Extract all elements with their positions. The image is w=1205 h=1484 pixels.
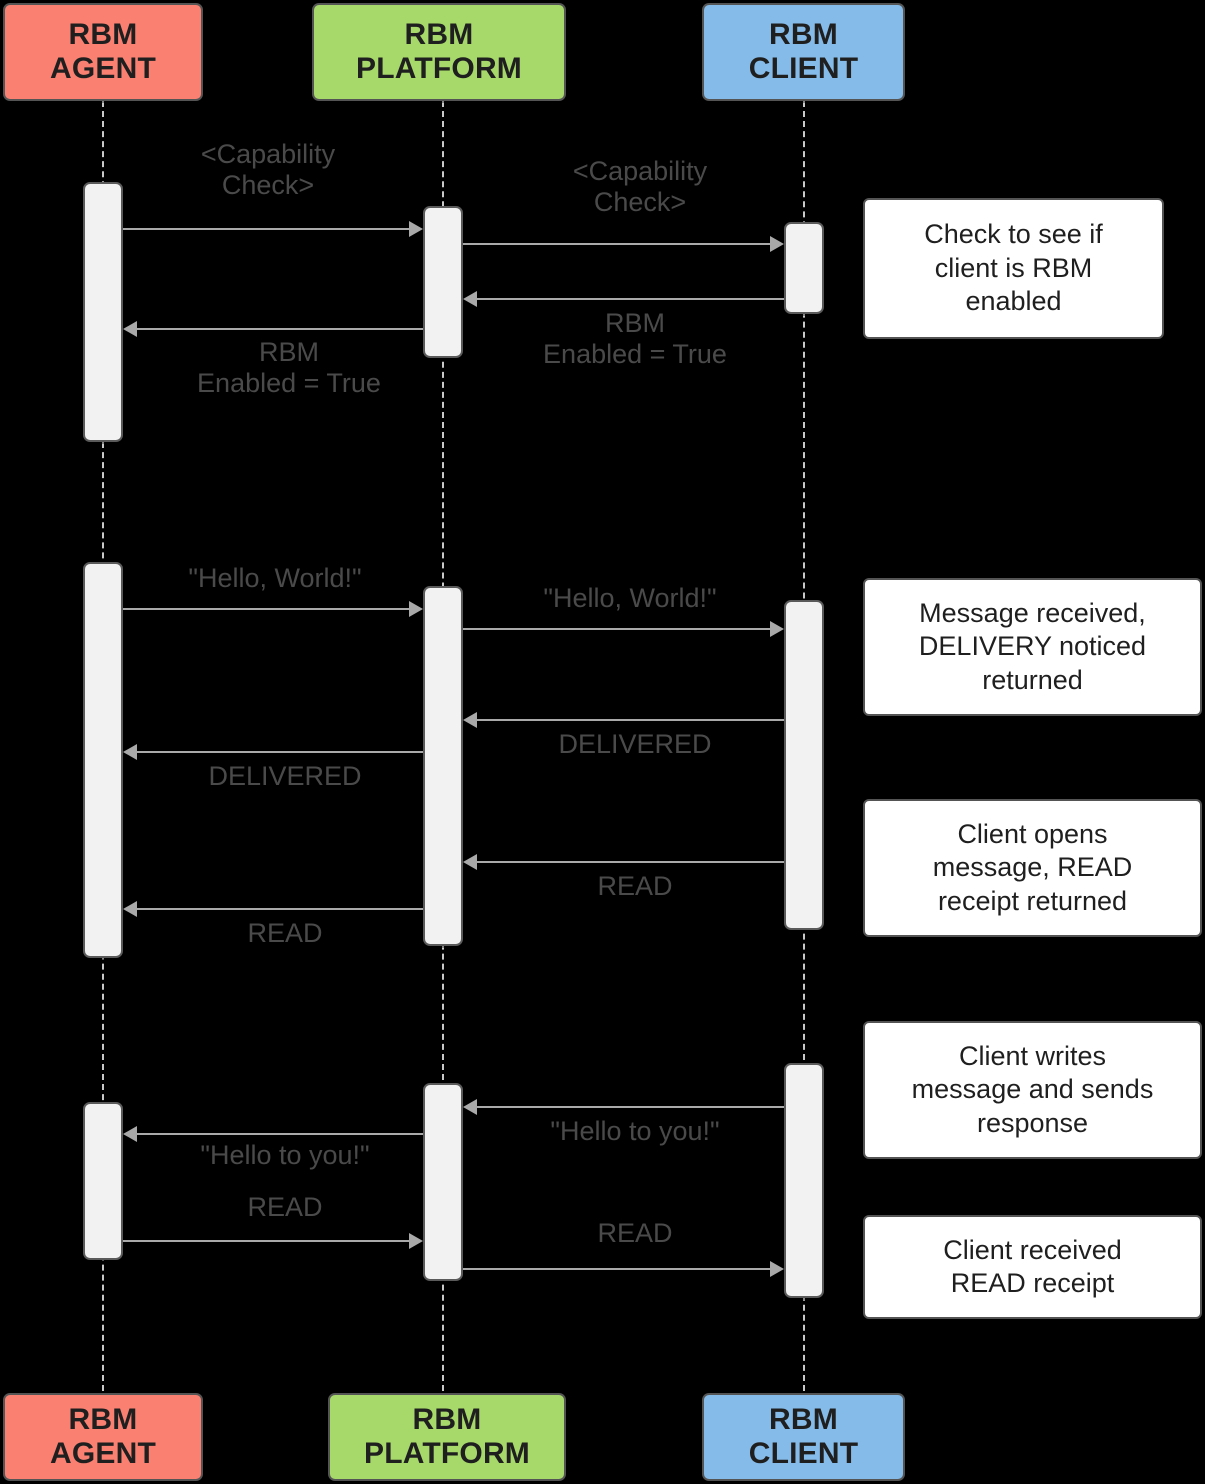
participant-footer-client-line1: RBM	[769, 1403, 838, 1437]
participant-footer-platform[interactable]: RBM PLATFORM	[328, 1393, 566, 1481]
activation-agent-2	[83, 562, 123, 958]
participant-header-agent-line2: AGENT	[50, 52, 156, 85]
arrowhead-m10	[123, 901, 137, 917]
participant-footer-agent[interactable]: RBM AGENT	[3, 1393, 203, 1481]
activation-platform-1	[423, 206, 463, 358]
participant-header-client-line2: CLIENT	[748, 52, 859, 85]
message-label-m12: "Hello to you!"	[200, 1140, 370, 1170]
note-client-received-read: Client received READ receipt	[863, 1215, 1202, 1319]
message-label-m2: <Capability Check>	[572, 156, 708, 218]
message-label-m13: READ	[247, 1192, 323, 1222]
arrowhead-m8	[123, 744, 137, 760]
message-line-m13	[123, 1240, 409, 1242]
participant-footer-agent-line1: RBM	[68, 1403, 138, 1437]
message-line-m9	[477, 861, 784, 863]
message-line-m10	[137, 908, 423, 910]
note-client-writes-message: Client writes message and sends response	[863, 1021, 1202, 1159]
arrowhead-m11	[463, 1099, 477, 1115]
participant-header-platform-line1: RBM	[404, 18, 474, 52]
message-line-m7	[477, 719, 784, 721]
participant-footer-client-line2: CLIENT	[748, 1437, 859, 1470]
activation-client-1	[784, 222, 824, 314]
arrowhead-m12	[123, 1126, 137, 1142]
message-label-m6: "Hello, World!"	[543, 583, 717, 613]
message-label-m4: RBM Enabled = True	[197, 337, 381, 399]
note-message-received: Message received, DELIVERY noticed retur…	[863, 578, 1202, 716]
participant-footer-platform-line2: PLATFORM	[363, 1437, 530, 1470]
message-line-m14	[463, 1268, 770, 1270]
arrowhead-m2	[770, 236, 784, 252]
activation-agent-3	[83, 1102, 123, 1260]
arrowhead-m3	[463, 291, 477, 307]
message-line-m6	[463, 628, 770, 630]
arrowhead-m7	[463, 712, 477, 728]
message-line-m8	[137, 751, 423, 753]
message-label-m8: DELIVERED	[208, 761, 362, 791]
activation-agent-1	[83, 182, 123, 442]
participant-footer-agent-line2: AGENT	[50, 1437, 156, 1470]
arrowhead-m13	[409, 1233, 423, 1249]
message-line-m5	[123, 608, 409, 610]
note-capability-check: Check to see if client is RBM enabled	[863, 198, 1164, 339]
participant-header-agent-line1: RBM	[68, 18, 138, 52]
message-line-m2	[463, 243, 774, 245]
activation-platform-3	[423, 1083, 463, 1281]
message-line-m12	[137, 1133, 423, 1135]
participant-header-client[interactable]: RBM CLIENT	[702, 3, 905, 101]
activation-client-3	[784, 1063, 824, 1298]
message-line-m3	[477, 298, 784, 300]
arrowhead-m4	[123, 321, 137, 337]
arrowhead-m9	[463, 854, 477, 870]
message-line-m4	[137, 328, 423, 330]
message-label-m9: READ	[597, 871, 673, 901]
message-label-m1: <Capability Check>	[200, 139, 336, 201]
participant-header-platform[interactable]: RBM PLATFORM	[312, 3, 566, 101]
message-line-m1	[123, 228, 413, 230]
participant-footer-client[interactable]: RBM CLIENT	[702, 1393, 905, 1481]
activation-platform-2	[423, 586, 463, 946]
message-label-m7: DELIVERED	[558, 729, 712, 759]
message-label-m14: READ	[597, 1218, 673, 1248]
message-label-m10: READ	[247, 918, 323, 948]
note-client-opens-message: Client opens message, READ receipt retur…	[863, 799, 1202, 937]
participant-header-platform-line2: PLATFORM	[355, 52, 522, 85]
arrowhead-m1	[409, 221, 423, 237]
activation-client-2	[784, 600, 824, 930]
arrowhead-m14	[770, 1261, 784, 1277]
message-line-m11	[477, 1106, 784, 1108]
message-label-m5: "Hello, World!"	[188, 563, 362, 593]
participant-header-agent[interactable]: RBM AGENT	[3, 3, 203, 101]
arrowhead-m5	[409, 601, 423, 617]
participant-header-client-line1: RBM	[769, 18, 838, 52]
message-label-m3: RBM Enabled = True	[543, 308, 727, 370]
arrowhead-m6	[770, 621, 784, 637]
participant-footer-platform-line1: RBM	[412, 1403, 482, 1437]
message-label-m11: "Hello to you!"	[550, 1116, 720, 1146]
